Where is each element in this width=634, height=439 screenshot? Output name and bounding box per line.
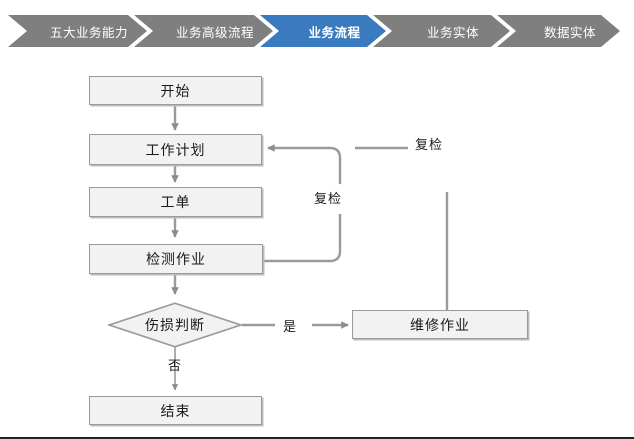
breadcrumb-step-5[interactable]: 数据实体: [497, 15, 620, 47]
node-work-order[interactable]: 工单: [89, 187, 262, 217]
node-repair-task-label: 维修作业: [410, 316, 470, 333]
breadcrumb-step-3-label: 业务流程: [308, 25, 361, 40]
business-process-flowchart: 开始 工作计划 工单 检测作业 伤损判断 维修作业 结束 复检 复检 是 否: [0, 62, 634, 439]
flow-connectors: [171, 105, 449, 391]
node-start-label: 开始: [160, 82, 191, 99]
node-start[interactable]: 开始: [89, 76, 262, 105]
breadcrumb-step-4-label: 业务实体: [426, 25, 479, 40]
edge-label-recheck-inner: 复检: [314, 191, 343, 206]
node-inspection-task-label: 检测作业: [146, 251, 206, 267]
node-work-plan[interactable]: 工作计划: [89, 134, 262, 165]
breadcrumb-step-2[interactable]: 业务高级流程: [134, 15, 273, 47]
node-inspection-task[interactable]: 检测作业: [89, 244, 263, 274]
diamond-shape: [108, 302, 242, 348]
breadcrumb-step-5-label: 数据实体: [543, 25, 596, 40]
breadcrumb-step-2-label: 业务高级流程: [175, 25, 254, 40]
edge-label-yes: 是: [283, 319, 298, 334]
process-breadcrumb: 五大业务能力 业务高级流程 业务流程 业务实体 数据实体: [0, 0, 634, 62]
breadcrumb-step-1-label: 五大业务能力: [49, 25, 128, 40]
node-end[interactable]: 结束: [89, 396, 262, 425]
breadcrumb-step-1[interactable]: 五大业务能力: [8, 15, 147, 47]
node-damage-judgement[interactable]: 伤损判断: [108, 302, 242, 348]
edge-recheck-inner-upper: [267, 144, 342, 184]
breadcrumb-step-3[interactable]: 业务流程: [260, 15, 386, 47]
node-damage-judgement-label: 伤损判断: [145, 317, 205, 333]
node-work-order-label: 工单: [160, 194, 191, 210]
breadcrumb-step-4[interactable]: 业务实体: [373, 15, 510, 47]
node-repair-task[interactable]: 维修作业: [352, 310, 528, 339]
node-end-label: 结束: [160, 402, 191, 419]
edge-recheck-inner-lower: [263, 214, 342, 263]
node-work-plan-label: 工作计划: [145, 141, 206, 158]
edge-label-no: 否: [168, 358, 183, 373]
edge-label-recheck-outer: 复检: [415, 137, 444, 152]
